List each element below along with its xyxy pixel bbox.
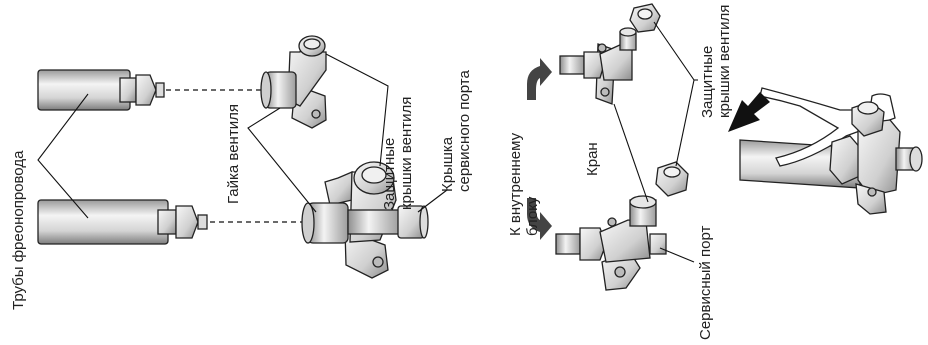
panel-pipes-to-valves: Трубы фреонопровода Гайка вентиля Защитн… [10,35,473,310]
tightening-arrow [728,92,770,132]
lower-refrigerant-pipe [37,199,208,245]
valve-assembly-lower [555,195,667,291]
panel-installed-valve [728,87,923,215]
leaders-panel-2 [613,21,698,263]
label-valve-caps-left-line-1: Защитные [381,138,398,210]
label-valve-caps-right-line-1: Защитные [699,46,716,118]
valve-assembly-upper [559,27,637,105]
label-to-indoor-unit-line-2: блоку [524,196,541,236]
label-valve-nut: Гайка вентиля [225,104,242,204]
arrow-to-indoor-upper [527,58,552,100]
lower-valve [301,161,429,279]
upper-valve [260,35,327,129]
label-valve-caps-right-line-2: крышки вентиля [716,5,733,118]
label-valve: Кран [584,142,601,176]
label-service-port-cap-line-2: сервисного порта [456,70,473,192]
arrow-to-indoor-lower [527,198,552,240]
label-valve-caps-left-line-2: крышки вентиля [398,97,415,210]
label-valve-caps-left: Защитныекрышки вентиля [381,97,415,210]
label-valve-caps-right: Защитныекрышки вентиля [699,5,733,118]
label-to-indoor-unit-line-1: К внутреннему [507,132,524,236]
panel-valve-assembly: К внутреннемублоку Кран Сервисный порт З… [507,3,733,340]
upper-refrigerant-pipe [37,69,165,111]
label-service-port-cap: Крышкасервисного порта [439,70,473,192]
protective-cap-middle [655,161,689,197]
protective-cap-top [629,3,661,33]
leaders-panel-1 [37,53,448,219]
service-port [649,233,667,255]
label-service-port: Сервисный порт [697,226,714,340]
label-service-port-cap-line-1: Крышка [439,136,456,192]
label-to-indoor-unit: К внутреннемублоку [507,132,541,236]
label-refrigerant-pipes: Трубы фреонопровода [10,150,27,310]
